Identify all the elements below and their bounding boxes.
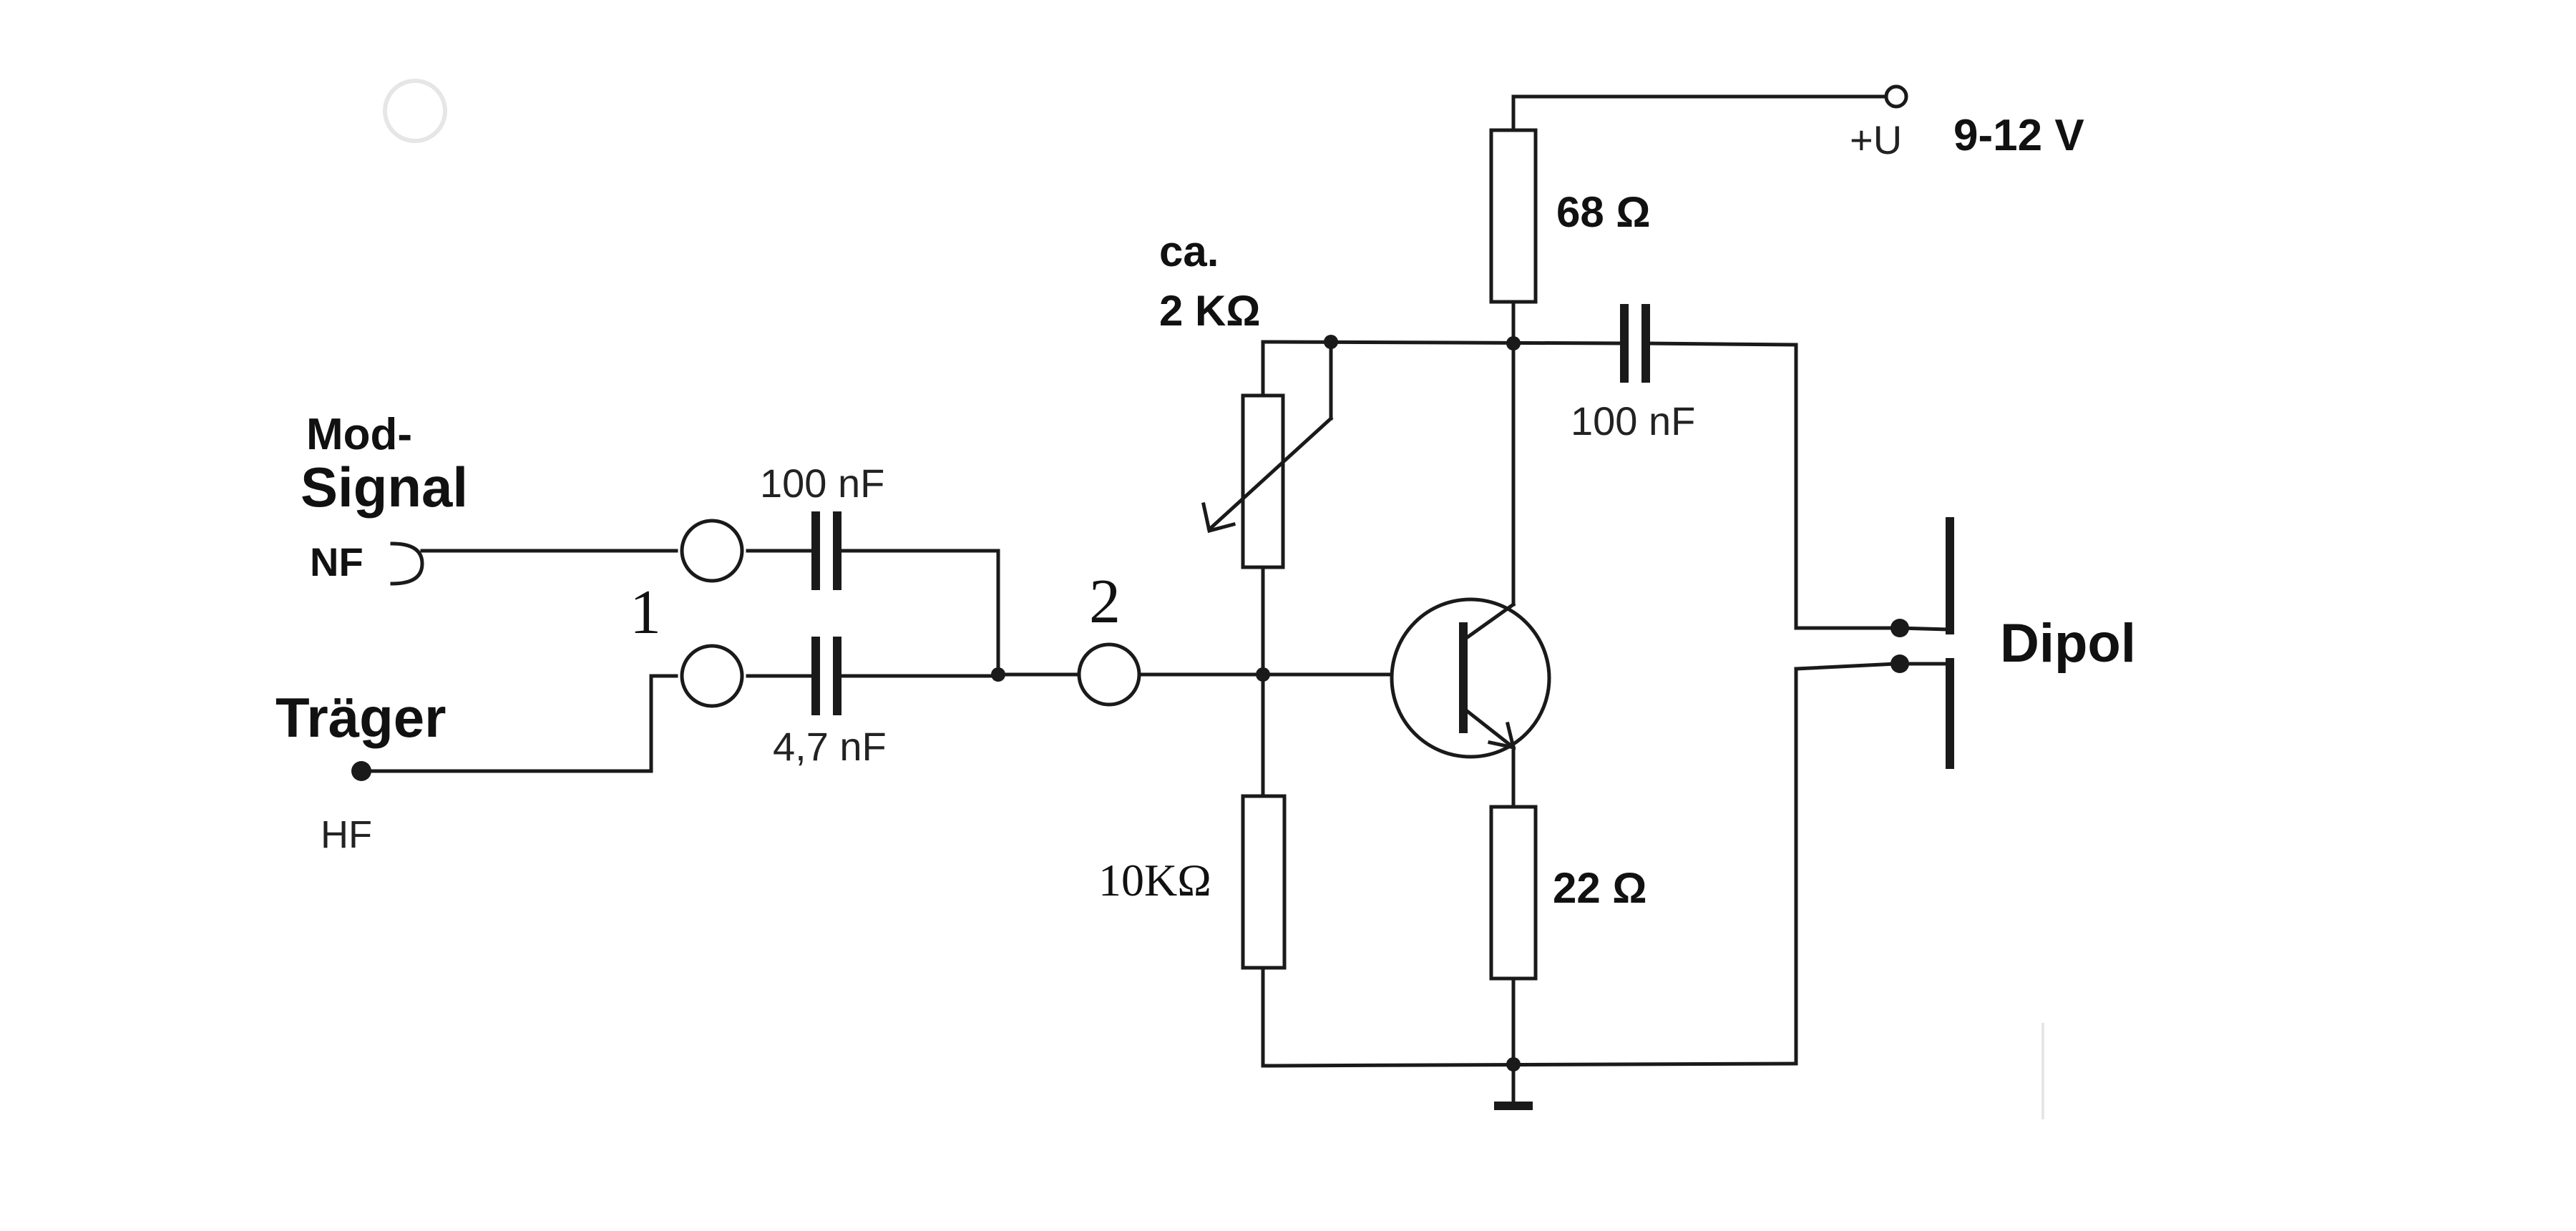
resistor-68 [1489,84,1908,345]
mod-label: Mod- [306,410,412,459]
test-point-circle-nf [680,519,744,583]
supply-terminal [1884,84,1908,109]
cap-mod-label: 100 nF [760,461,884,506]
npn-transistor [1390,597,1551,759]
dipole-antenna [1898,517,1954,769]
pot-ca-label: ca. [1159,227,1219,275]
potentiometer [1201,335,1338,677]
cap-hf-label: 4,7 nF [773,724,887,769]
test-point-circle-2 [1077,642,1141,707]
cap-out-label: 100 nF [1571,398,1695,443]
capacitor-100nf-output [1620,304,1909,637]
signal-label: Signal [301,456,468,519]
resistor-22 [1489,745,1538,1068]
r-base-label: 10KΩ [1098,855,1211,906]
capacitor-4-7nf [811,637,841,715]
supply-symbol-label: +U [1850,117,1902,162]
hf-input-line [351,674,1000,781]
collector-rail [1261,340,1626,345]
hf-label: HF [321,813,372,856]
supply-voltage-label: 9-12 V [1953,111,2084,160]
capacitor-100nf-input [811,511,841,590]
resistor-10k [1241,672,1287,1068]
point-2-label: 2 [1089,567,1121,637]
faint-circle-artifact [383,79,447,143]
point-1-label: 1 [630,578,661,647]
test-point-circle-1 [680,644,744,708]
nf-label: NF [310,539,364,584]
r-collector-label: 68 Ω [1556,188,1651,236]
nf-input-line [390,541,1000,675]
traeger-label: Träger [275,686,446,749]
pot-value-label: 2 KΩ [1159,287,1260,335]
dipol-label: Dipol [2000,613,2136,674]
r-emitter-label: 22 Ω [1553,864,1647,912]
